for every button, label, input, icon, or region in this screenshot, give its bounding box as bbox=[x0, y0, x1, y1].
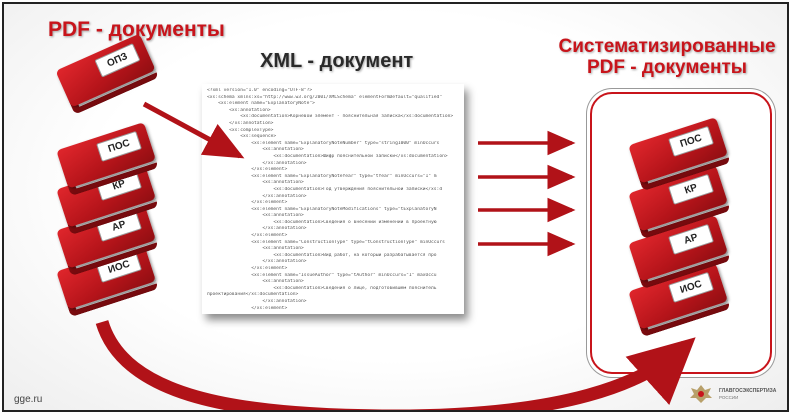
arrows-overlay bbox=[95, 101, 696, 410]
xml-line: <xs:annotation> bbox=[207, 147, 304, 153]
xml-line: </xs:annotation> bbox=[207, 259, 307, 265]
xml-line: <?xml version="1.0" encoding="UTF-8"?> bbox=[207, 88, 313, 93]
xml-line: </xs:annotation> bbox=[207, 299, 307, 304]
xml-line: <xs:annotation> bbox=[207, 279, 304, 285]
logo-text-line1: ГЛАВГОСЭКСПЕРТИЗА bbox=[719, 388, 777, 394]
xml-line: </xs:element> bbox=[207, 305, 288, 311]
xml-line: <xs:documentation>Год утверждения поясни… bbox=[207, 186, 443, 192]
xml-line: <xs:element name="ExplanatoryNoteNumber"… bbox=[207, 140, 440, 146]
xml-line: <xs:annotation> bbox=[207, 107, 271, 113]
xml-line: <xs:complexType> bbox=[207, 127, 274, 133]
xml-line: </xs:annotation> bbox=[207, 120, 274, 126]
slide: PDF - документы XML - документ Системати… bbox=[2, 2, 789, 412]
heading-systematized-pdf: Систематизированные PDF - документы bbox=[554, 36, 780, 78]
xml-line: </xs:annotation> bbox=[207, 226, 307, 232]
heading-pdf-documents: PDF - документы bbox=[48, 18, 225, 41]
heading-xml-document: XML - документ bbox=[260, 50, 414, 72]
logo-text-line2: РОССИИ bbox=[719, 395, 739, 400]
xml-line: <xs:annotation> bbox=[207, 246, 304, 252]
xml-line: </xs:element> bbox=[207, 266, 288, 272]
xml-line: <xs:sequence> bbox=[207, 134, 277, 140]
xml-line: </xs:annotation> bbox=[207, 193, 307, 199]
arrow-icon bbox=[142, 101, 245, 159]
xml-line: </xs:element> bbox=[207, 200, 288, 206]
xml-line: <xs:documentation>Сведения о лице, подго… bbox=[207, 285, 437, 291]
xml-line: <xs:element name="ExplanatoryNoteModific… bbox=[207, 206, 437, 212]
xml-line: <xs:documentation>Корневой элемент - поя… bbox=[207, 114, 454, 120]
heading-systematized-line2: PDF - документы bbox=[586, 57, 747, 78]
xml-line: <xs:documentation>Вид работ, на который … bbox=[207, 252, 437, 258]
xml-line: <xs:element name="IssueAuthor" type="tAu… bbox=[207, 272, 437, 278]
xml-line: <xs:documentation>Сведения о внесении из… bbox=[207, 219, 437, 225]
footer-site-link[interactable]: gge.ru bbox=[14, 394, 43, 405]
logo: ГЛАВГОСЭКСПЕРТИЗА РОССИИ bbox=[687, 382, 787, 408]
xml-line: <xs:schema xmlns:xs="http://www.w3.org/2… bbox=[207, 94, 443, 100]
xml-line: </xs:annotation> bbox=[207, 160, 307, 166]
xml-line: <xs:documentation>Шифр пояснительной зап… bbox=[207, 153, 448, 159]
xml-line: <xs:element name="ExplanatoryNote"> bbox=[207, 101, 315, 107]
xml-line: проектирования</xs:documentation> bbox=[207, 292, 299, 298]
xml-line: <xs:annotation> bbox=[207, 213, 304, 219]
xml-line: <xs:annotation> bbox=[207, 180, 304, 186]
xml-line: </xs:element> bbox=[207, 233, 288, 239]
logo-emblem-icon bbox=[690, 385, 712, 403]
curved-arrow-icon bbox=[95, 319, 696, 410]
xml-line: <xs:element name="ExplanatoryNoteYear" t… bbox=[207, 173, 437, 179]
xml-document-sheet: <?xml version="1.0" encoding="UTF-8"?><x… bbox=[202, 84, 464, 314]
heading-systematized-line1: Систематизированные bbox=[558, 36, 776, 57]
xml-line: <xs:element name="ConstructionType" type… bbox=[207, 239, 445, 245]
xml-line: </xs:element> bbox=[207, 167, 288, 173]
